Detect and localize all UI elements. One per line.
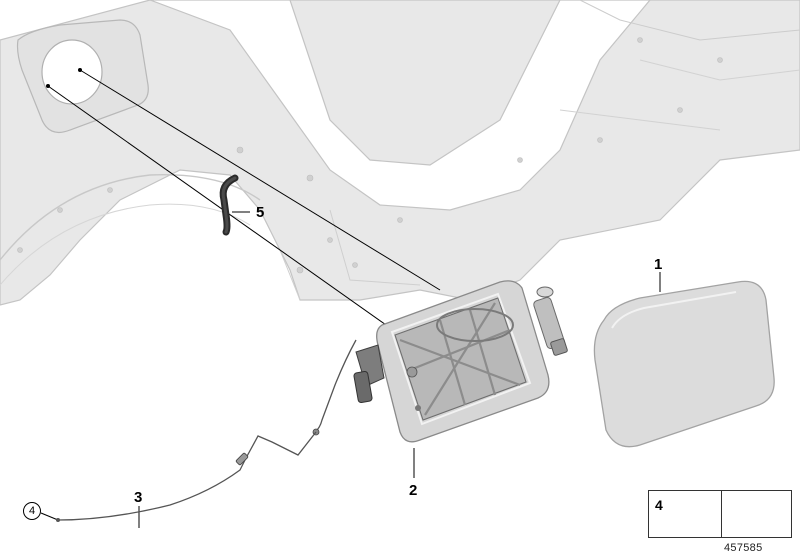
part-2-flap-housing (353, 280, 568, 443)
legend-box: 4 (648, 490, 792, 538)
rear-side-panel (0, 0, 800, 306)
callout-part-3: 3 (134, 489, 143, 506)
callout-part-1: 1 (654, 256, 663, 273)
leader-dots (46, 68, 82, 88)
legend-part-number: 4 (655, 497, 663, 513)
part-5-drain-hose (219, 174, 239, 236)
legend-divider (721, 491, 722, 537)
callout-part-4-circled: 4 (23, 502, 41, 520)
diagram-id: 457585 (724, 542, 763, 554)
callout-part-2: 2 (409, 482, 418, 499)
part-3-release-cable (56, 339, 357, 522)
part-1-fuel-flap-cover (593, 280, 775, 448)
left-connector (353, 344, 385, 404)
callout-part-5: 5 (256, 204, 265, 221)
actuator-cylinder (533, 286, 568, 356)
